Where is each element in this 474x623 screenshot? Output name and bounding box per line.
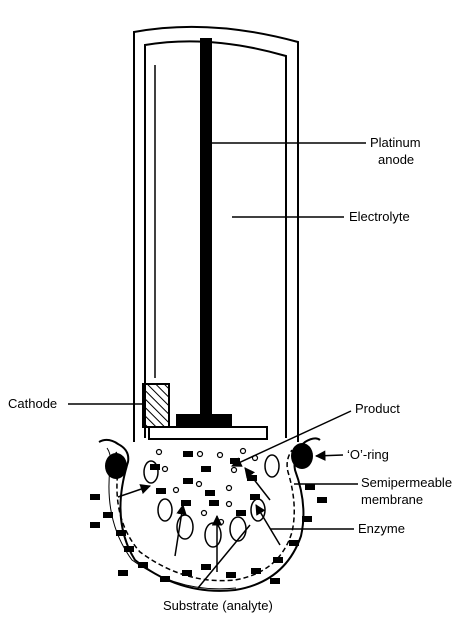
substrate-block (90, 494, 100, 500)
substrate-block (118, 570, 128, 576)
electrode-bottom-plate (148, 426, 268, 440)
o-ring-right (291, 443, 313, 469)
substrate-block (103, 512, 113, 518)
diffusion-arrows (117, 467, 281, 572)
product-dot (161, 465, 169, 473)
substrate-block (150, 464, 160, 470)
enzyme-oval (204, 522, 222, 548)
substrate-block (124, 546, 134, 552)
tube-inner-wall (144, 40, 287, 438)
label-o-ring: ‘O’-ring (347, 447, 389, 462)
substrate-block (302, 516, 312, 522)
platinum-anode-base (176, 414, 232, 427)
substrate-block (317, 497, 327, 503)
substrate-block (305, 484, 315, 490)
product-dot (239, 447, 247, 455)
substrate-block (209, 500, 219, 506)
leader-substrate (197, 524, 251, 589)
product-dot (230, 466, 238, 474)
product-molecules (155, 447, 259, 526)
label-electrolyte: Electrolyte (349, 209, 410, 224)
leader-product (231, 410, 352, 467)
substrate-block (201, 466, 211, 472)
label-platinum-anode-line1: Platinum (370, 135, 421, 150)
substrate-block (156, 488, 166, 494)
product-dot (196, 450, 204, 458)
product-dot (200, 509, 208, 517)
substrate-block (181, 500, 191, 506)
product-dot (217, 518, 225, 526)
substrate-block (183, 451, 193, 457)
enzyme-oval (264, 454, 280, 478)
substrate-block (205, 490, 215, 496)
substrate-block (270, 578, 280, 584)
substrate-block (160, 576, 170, 582)
substrate-block (182, 570, 192, 576)
o-ring-left (105, 453, 127, 479)
label-enzyme: Enzyme (358, 521, 405, 536)
substrate-block (183, 478, 193, 484)
substrate-block (226, 572, 236, 578)
substrate-block (138, 562, 148, 568)
product-dot (172, 486, 180, 494)
label-platinum-anode-line2: anode (378, 152, 414, 167)
product-dot (155, 448, 163, 456)
product-dot (225, 500, 233, 508)
substrate-block (201, 564, 211, 570)
substrate-block (273, 557, 283, 563)
substrate-block (251, 568, 261, 574)
platinum-anode-rod (200, 38, 212, 420)
electrode-tube (133, 25, 299, 442)
label-cathode: Cathode (8, 396, 57, 411)
product-dot (225, 484, 233, 492)
label-semipermeable-line2: membrane (361, 492, 423, 507)
label-product: Product (355, 401, 400, 416)
leader-o-ring (314, 450, 344, 461)
label-substrate: Substrate (analyte) (163, 598, 273, 613)
enzyme-oval (229, 516, 247, 542)
substrate-block (90, 522, 100, 528)
substrate-block (116, 530, 126, 536)
tube-outer-wall (133, 25, 299, 442)
substrate-block (289, 540, 299, 546)
substrate-block (236, 510, 246, 516)
product-dot (216, 451, 224, 459)
leader-lines (68, 142, 366, 589)
product-dot (195, 480, 203, 488)
label-semipermeable-line1: Semipermeable (361, 475, 452, 490)
cathode-block (142, 383, 170, 428)
enzyme-oval (157, 498, 173, 522)
substrate-block (250, 494, 260, 500)
